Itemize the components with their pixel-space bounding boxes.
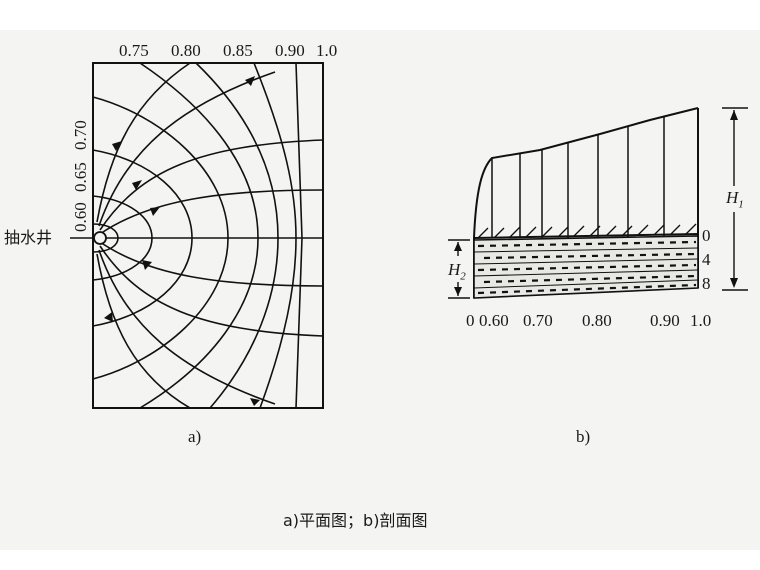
bottom-label-1.0: 1.0 [690, 311, 712, 330]
confining-layer-top [473, 233, 699, 239]
left-label-0.65: 0.65 [71, 162, 90, 192]
plan-equipotentials [92, 62, 303, 409]
bottom-label-0: 0 [466, 311, 475, 330]
equipotential-0.85 [195, 62, 279, 409]
h2-label: H2 [448, 260, 466, 283]
equipotential-0.75 [92, 96, 229, 380]
flow-arrow [245, 76, 255, 86]
top-label-0.85: 0.85 [223, 41, 253, 60]
flow-arrow [112, 141, 122, 151]
equipotential-0.90 [253, 62, 297, 409]
panel-label-a: a) [188, 427, 202, 446]
flow-arrow [142, 260, 152, 270]
h1-label: H1 [726, 188, 744, 211]
panel-label-b: b) [576, 427, 591, 446]
confining-layer-hatch [477, 223, 697, 239]
figure-caption: a)平面图；b)剖面图 [283, 511, 428, 530]
top-label-0.90: 0.90 [275, 41, 305, 60]
equipotential-0.70 [92, 149, 193, 327]
plan-boundary [92, 62, 324, 409]
well-circle [93, 231, 107, 245]
top-label-0.75: 0.75 [119, 41, 149, 60]
bottom-label-0.60: 0.60 [479, 311, 509, 330]
aquifer-layer [473, 235, 699, 299]
streamline [99, 241, 324, 287]
plan-flow-arrows [104, 76, 260, 406]
well-label: 抽水井 [4, 228, 53, 247]
flow-arrow [250, 398, 260, 406]
depth-label-4: 4 [702, 250, 711, 269]
streamline [99, 139, 324, 231]
flow-arrow [104, 312, 113, 322]
bottom-label-0.70: 0.70 [523, 311, 553, 330]
equipotential-0.60 [92, 223, 119, 253]
plan-streamlines [96, 62, 324, 409]
equipotential-0.80 [139, 62, 259, 409]
streamline [99, 245, 324, 337]
depth-label-8: 8 [702, 274, 711, 293]
flow-arrow [132, 180, 142, 190]
section-piezometer-lines [491, 116, 665, 238]
flow-arrow [150, 207, 160, 216]
bottom-label-0.80: 0.80 [582, 311, 612, 330]
top-label-0.80: 0.80 [171, 41, 201, 60]
water-table-curve [473, 107, 699, 239]
top-label-1.0: 1.0 [316, 41, 338, 60]
equipotential-0.65 [92, 195, 153, 281]
h1-dimension [722, 107, 748, 291]
bottom-label-0.90: 0.90 [650, 311, 680, 330]
streamline [99, 189, 324, 235]
equipotential-1.0 [295, 62, 303, 409]
depth-label-0: 0 [702, 226, 711, 245]
left-label-0.70: 0.70 [71, 120, 90, 150]
left-label-0.60: 0.60 [71, 202, 90, 232]
